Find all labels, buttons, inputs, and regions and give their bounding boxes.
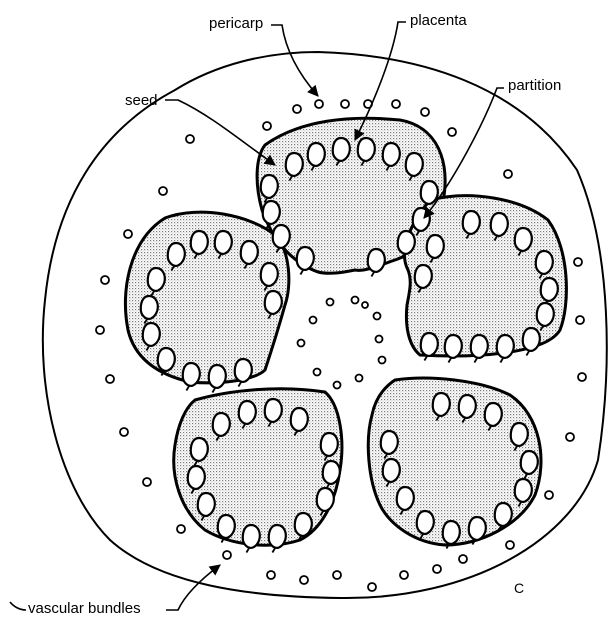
panel-letter: C	[514, 580, 524, 596]
label-vascular-bundles: vascular bundles	[28, 601, 141, 617]
label-partition: partition	[508, 78, 561, 94]
label-seed: seed	[125, 93, 158, 109]
label-placenta: placenta	[410, 13, 467, 29]
label-pericarp: pericarp	[209, 16, 263, 32]
central-core	[287, 282, 405, 385]
